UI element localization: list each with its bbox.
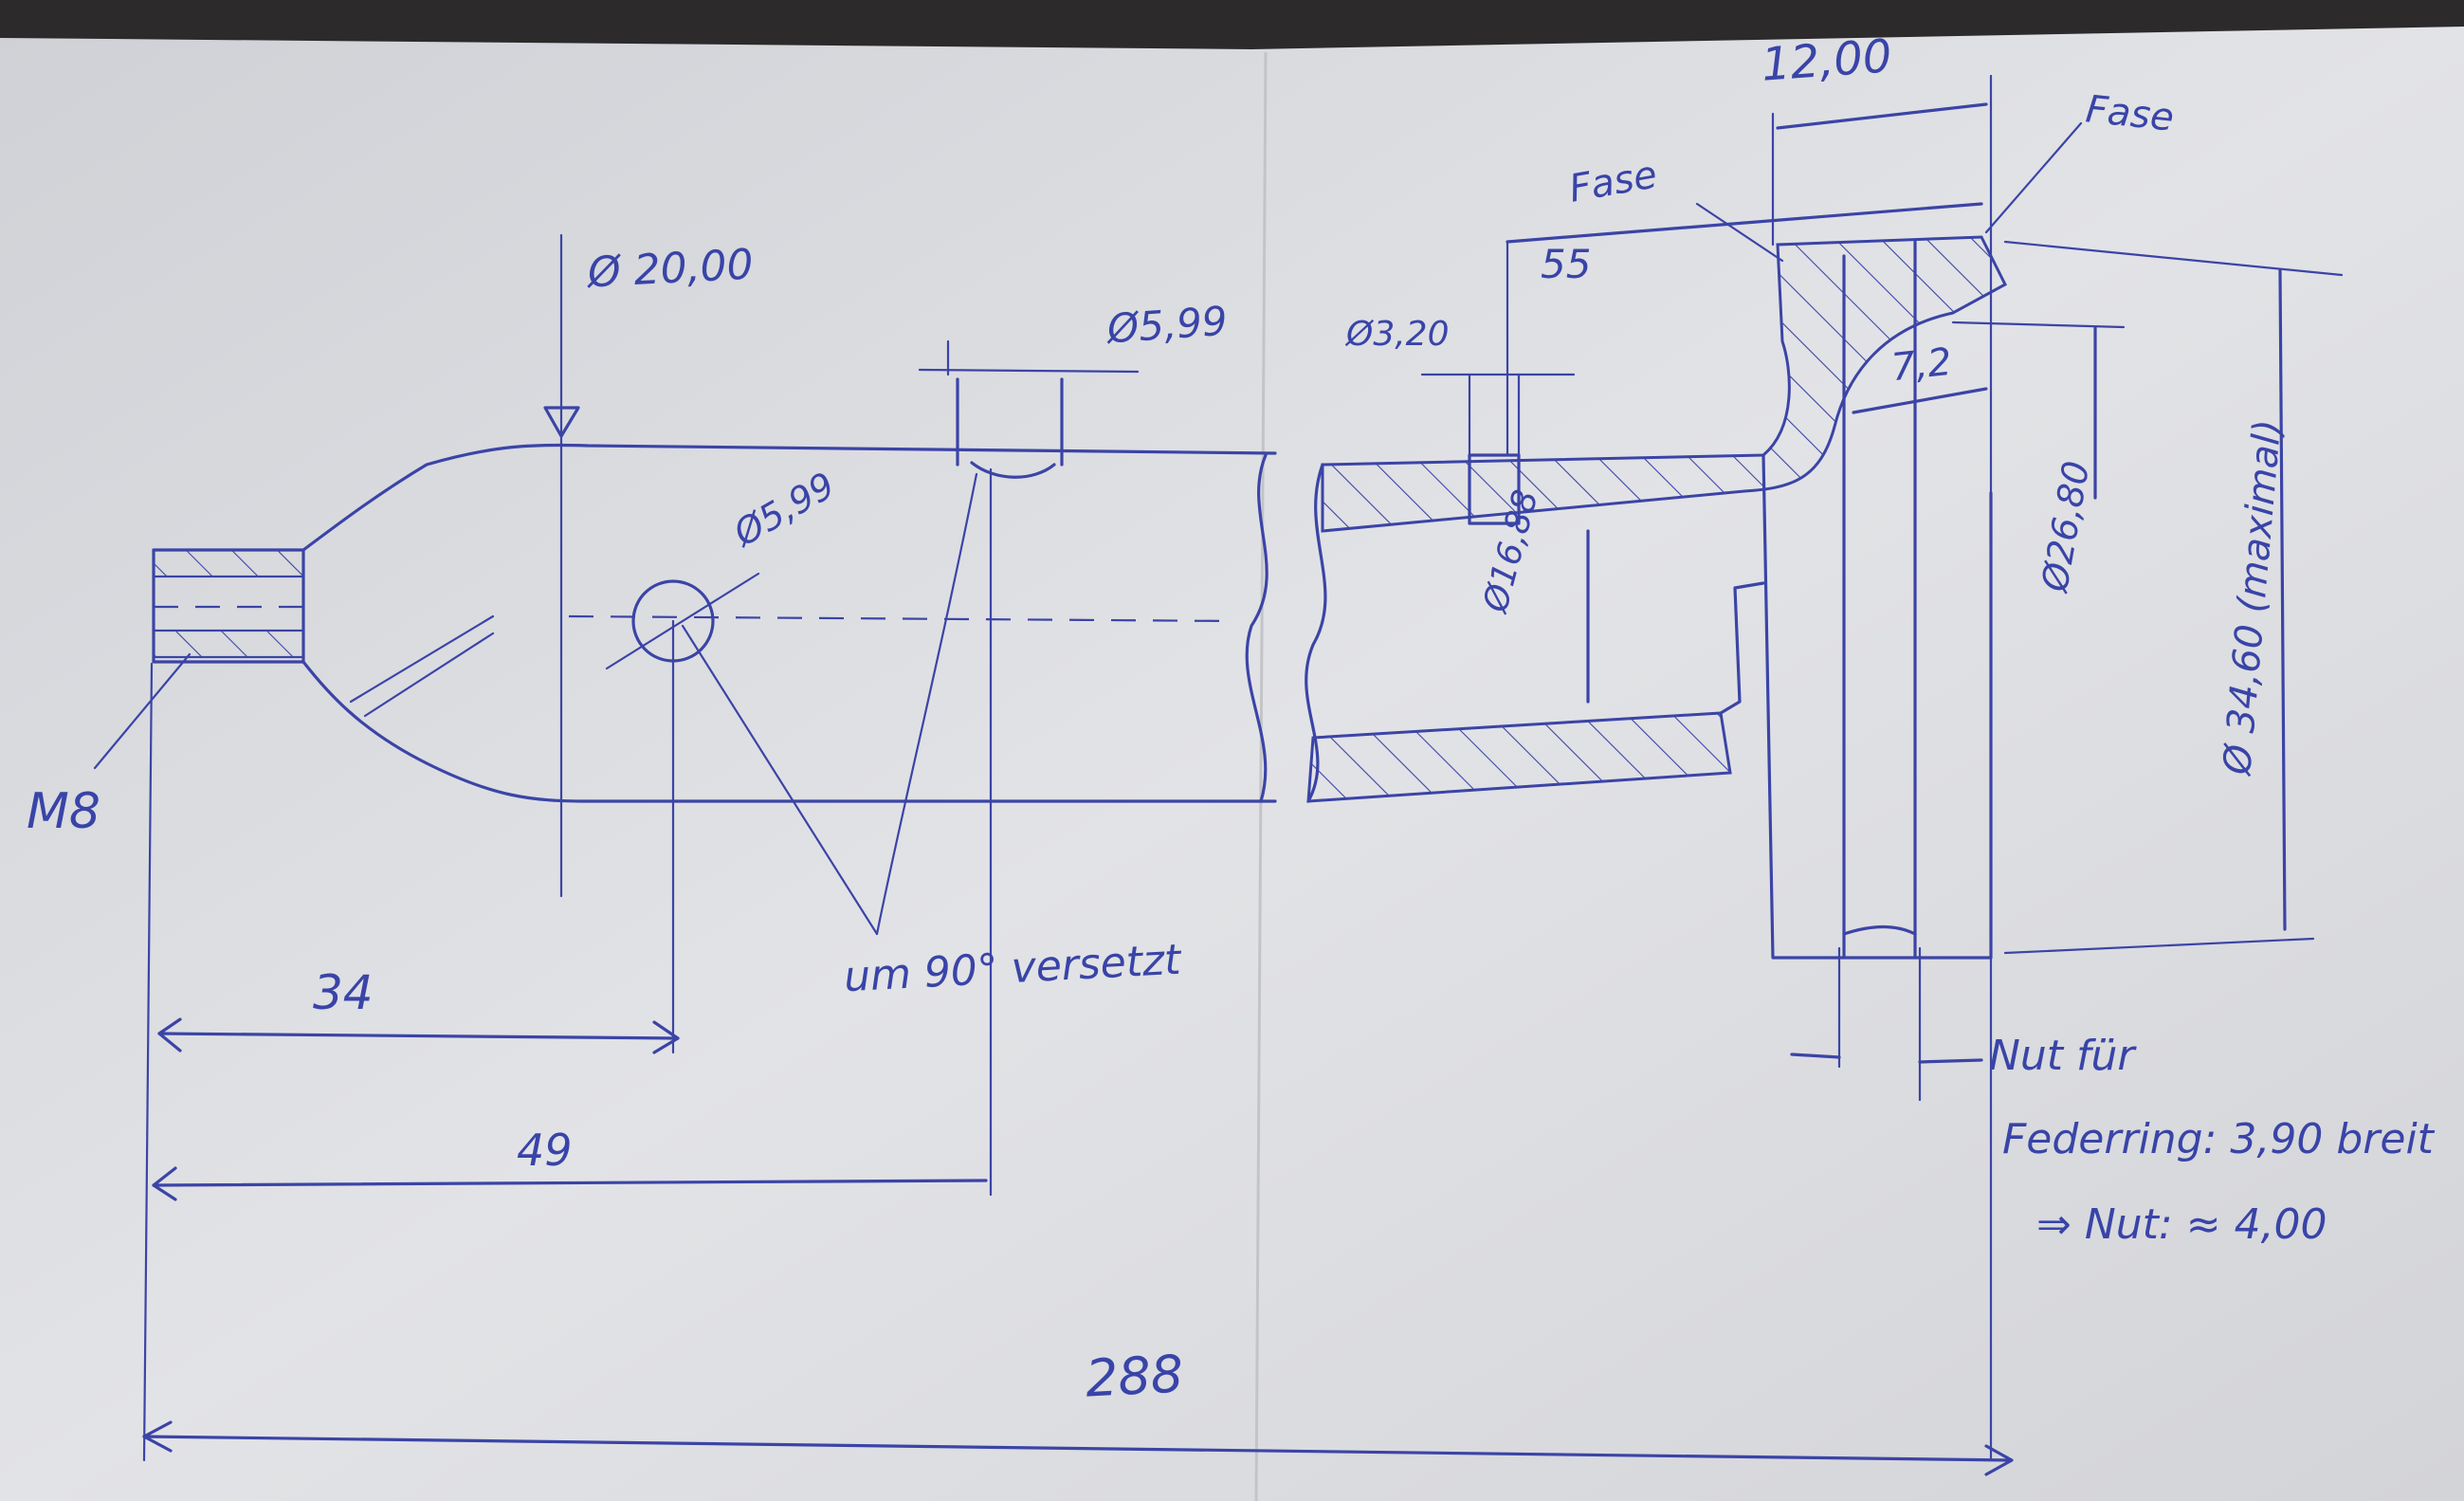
dim-dia-320: Ø3,20 xyxy=(1346,315,1450,354)
dim-len-288: 288 xyxy=(1084,1344,1185,1409)
label-groove-line1: Nut für xyxy=(1989,1032,2135,1080)
dim-dia-20: Ø 20,00 xyxy=(586,240,755,298)
dim-len-55: 55 xyxy=(1541,241,1592,287)
section-view xyxy=(1306,74,2344,1462)
label-groove-line2: Federring: 3,90 breit xyxy=(2002,1115,2434,1163)
thread-end xyxy=(93,463,495,770)
label-thread-m8: M8 xyxy=(27,783,100,840)
label-groove-line3: ⇒ Nut: ≈ 4,00 xyxy=(2036,1200,2327,1249)
paper-sheet xyxy=(0,27,2464,1501)
paper-fold xyxy=(1254,51,1268,1501)
label-fase-right: Fase xyxy=(2083,87,2177,140)
dim-len-34: 34 xyxy=(313,965,374,1020)
dim-dia-599-top: Ø5,99 xyxy=(1105,297,1230,353)
length-dimensions xyxy=(142,662,2014,1476)
dim-len-72: 7,2 xyxy=(1889,339,1954,391)
dim-len-12: 12,00 xyxy=(1760,29,1894,92)
dim-len-49: 49 xyxy=(517,1125,573,1176)
